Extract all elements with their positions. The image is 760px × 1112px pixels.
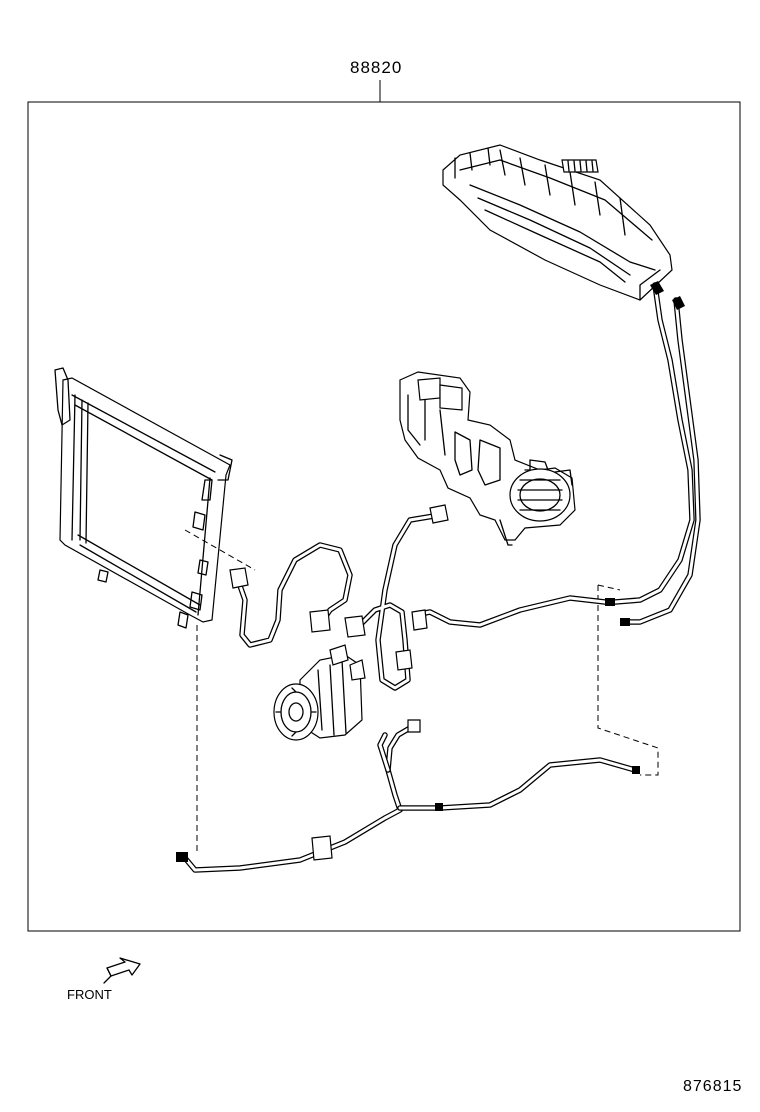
assembly-part-number: 88820 [350, 58, 403, 77]
blower-unit [399, 371, 576, 546]
compressor [273, 644, 366, 741]
refrigerant-pipes [176, 281, 701, 873]
front-arrow-icon [103, 957, 141, 984]
assembly-frame [27, 80, 741, 932]
guide-lines [184, 529, 659, 855]
illustration-number: 876815 [683, 1078, 743, 1095]
evaporator-duct [442, 144, 673, 301]
condenser [54, 367, 233, 629]
front-label: FRONT [67, 987, 112, 1002]
